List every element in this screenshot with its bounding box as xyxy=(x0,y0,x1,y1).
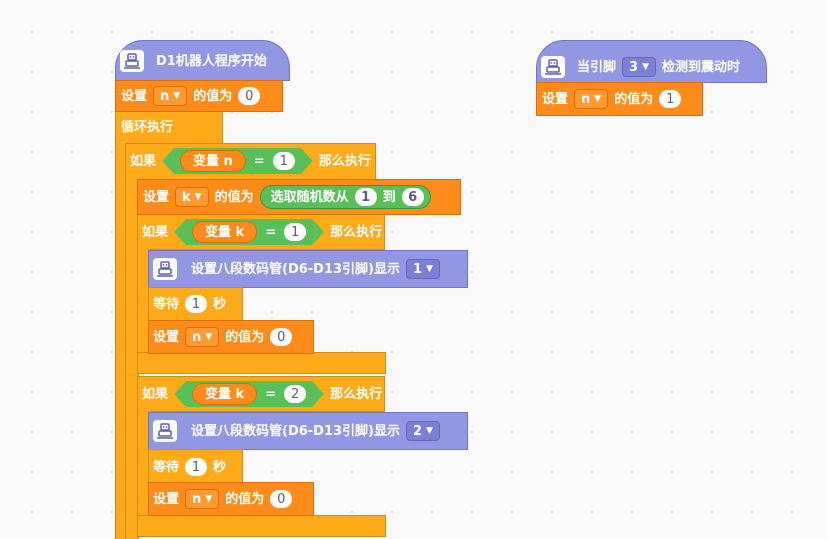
pin-suffix-label: 检测到震动时 xyxy=(661,59,740,75)
chevron-down-icon: ▼ xyxy=(642,61,649,72)
to-label: 的值为 xyxy=(614,91,654,107)
set-n-init-row: 设置 n▼ 的值为 0 xyxy=(121,86,261,106)
pin-prefix-label: 当引脚 xyxy=(577,59,617,75)
var-reporter-n[interactable]: 变量 n xyxy=(180,150,246,172)
robot-icon xyxy=(153,258,177,280)
var-dropdown-n[interactable]: n▼ xyxy=(185,489,220,509)
display-value: 2 xyxy=(413,423,423,439)
chevron-down-icon: ▼ xyxy=(173,90,181,101)
start-hat-row: D1机器人程序开始 xyxy=(120,50,267,72)
value-input[interactable]: 2 xyxy=(284,385,306,403)
then-label: 那么执行 xyxy=(318,153,371,169)
var-dropdown-n[interactable]: n▼ xyxy=(185,327,220,347)
var-reporter-k[interactable]: 变量 k xyxy=(192,383,257,405)
set-label: 设置 xyxy=(143,189,170,205)
if-n-row: 如果 变量 n = 1 那么执行 xyxy=(130,148,371,174)
chevron-down-icon: ▼ xyxy=(205,331,213,342)
chevron-down-icon: ▼ xyxy=(205,493,213,504)
wait-row-2: 等待 1 秒 xyxy=(153,458,226,476)
to-label: 的值为 xyxy=(225,329,265,345)
set-n-right-row: 设置 n▼ 的值为 1 xyxy=(542,89,682,109)
then-label: 那么执行 xyxy=(330,224,383,240)
if-label: 如果 xyxy=(130,153,157,169)
chevron-down-icon: ▼ xyxy=(194,191,202,202)
loop-label: 循环执行 xyxy=(121,120,174,135)
display-dropdown[interactable]: 2▼ xyxy=(406,421,440,441)
var-name: k xyxy=(182,189,191,205)
value-input[interactable]: 0 xyxy=(238,87,261,105)
wait-unit: 秒 xyxy=(213,459,227,475)
display-row-1: 设置八段数码管(D6-D13引脚)显示 1▼ xyxy=(153,258,440,280)
eq-sign: = xyxy=(265,224,277,240)
wait-unit: 秒 xyxy=(213,296,227,312)
random-max-input[interactable]: 6 xyxy=(401,188,424,206)
set-label: 设置 xyxy=(153,491,180,507)
value-input[interactable]: 0 xyxy=(270,328,293,346)
equals-operator[interactable]: 变量 n = 1 xyxy=(162,148,313,174)
random-from-input[interactable]: 1 xyxy=(354,188,377,206)
pin-dropdown[interactable]: 3▼ xyxy=(622,57,656,77)
wait-row-1: 等待 1 秒 xyxy=(153,295,226,313)
random-to-label: 到 xyxy=(382,189,396,205)
if-label: 如果 xyxy=(142,386,169,402)
value-input[interactable]: 0 xyxy=(270,490,293,508)
if-k1-footer xyxy=(137,352,386,374)
random-reporter[interactable]: 选取随机数从 1 到 6 xyxy=(259,185,431,209)
var-reporter-k[interactable]: 变量 k xyxy=(192,221,257,243)
set-k-row: 设置 k▼ 的值为 选取随机数从 1 到 6 xyxy=(143,185,431,209)
wait-label: 等待 xyxy=(153,296,180,312)
var-name: n xyxy=(581,91,591,107)
display-row-2: 设置八段数码管(D6-D13引脚)显示 2▼ xyxy=(153,420,440,442)
var-name: n xyxy=(160,88,170,104)
if-k2-row: 如果 变量 k = 2 那么执行 xyxy=(142,381,382,407)
robot-icon xyxy=(153,420,177,442)
to-label: 的值为 xyxy=(225,491,265,507)
var-dropdown-k[interactable]: k▼ xyxy=(175,187,209,207)
var-dropdown-n[interactable]: n▼ xyxy=(153,86,188,106)
display-label: 设置八段数码管(D6-D13引脚)显示 xyxy=(191,261,400,277)
display-value: 1 xyxy=(413,261,423,277)
value-input[interactable]: 1 xyxy=(659,90,682,108)
start-hat-label: D1机器人程序开始 xyxy=(156,53,267,69)
value-input[interactable]: 1 xyxy=(273,152,295,170)
to-label: 的值为 xyxy=(193,88,233,104)
display-label: 设置八段数码管(D6-D13引脚)显示 xyxy=(191,423,400,439)
var-name: n xyxy=(192,329,202,345)
if-k2-footer xyxy=(137,515,386,537)
to-label: 的值为 xyxy=(214,189,254,205)
display-dropdown[interactable]: 1▼ xyxy=(406,259,440,279)
eq-sign: = xyxy=(265,386,277,402)
equals-operator[interactable]: 变量 k = 1 xyxy=(174,219,324,245)
then-label: 那么执行 xyxy=(330,386,383,402)
wait-input[interactable]: 1 xyxy=(185,295,208,313)
set-label: 设置 xyxy=(121,88,148,104)
chevron-down-icon: ▼ xyxy=(594,93,602,104)
equals-operator[interactable]: 变量 k = 2 xyxy=(174,381,324,407)
loop-label-row: 循环执行 xyxy=(121,121,173,134)
robot-icon xyxy=(541,56,565,78)
set-label: 设置 xyxy=(542,91,569,107)
value-input[interactable]: 1 xyxy=(284,223,306,241)
wait-input[interactable]: 1 xyxy=(185,458,208,476)
var-name: n xyxy=(192,491,202,507)
set-n-row-2: 设置 n▼ 的值为 0 xyxy=(153,489,293,509)
chevron-down-icon: ▼ xyxy=(426,425,433,436)
robot-icon xyxy=(120,50,144,72)
if-label: 如果 xyxy=(142,224,169,240)
chevron-down-icon: ▼ xyxy=(426,263,433,274)
random-label: 选取随机数从 xyxy=(270,189,349,205)
set-label: 设置 xyxy=(153,329,180,345)
pin-vibration-hat-row: 当引脚 3▼ 检测到震动时 xyxy=(541,56,740,78)
wait-label: 等待 xyxy=(153,459,180,475)
eq-sign: = xyxy=(253,153,265,169)
var-dropdown-n[interactable]: n▼ xyxy=(574,89,609,109)
pin-value: 3 xyxy=(629,59,639,75)
if-k1-row: 如果 变量 k = 1 那么执行 xyxy=(142,219,382,245)
set-n-row-1: 设置 n▼ 的值为 0 xyxy=(153,327,293,347)
